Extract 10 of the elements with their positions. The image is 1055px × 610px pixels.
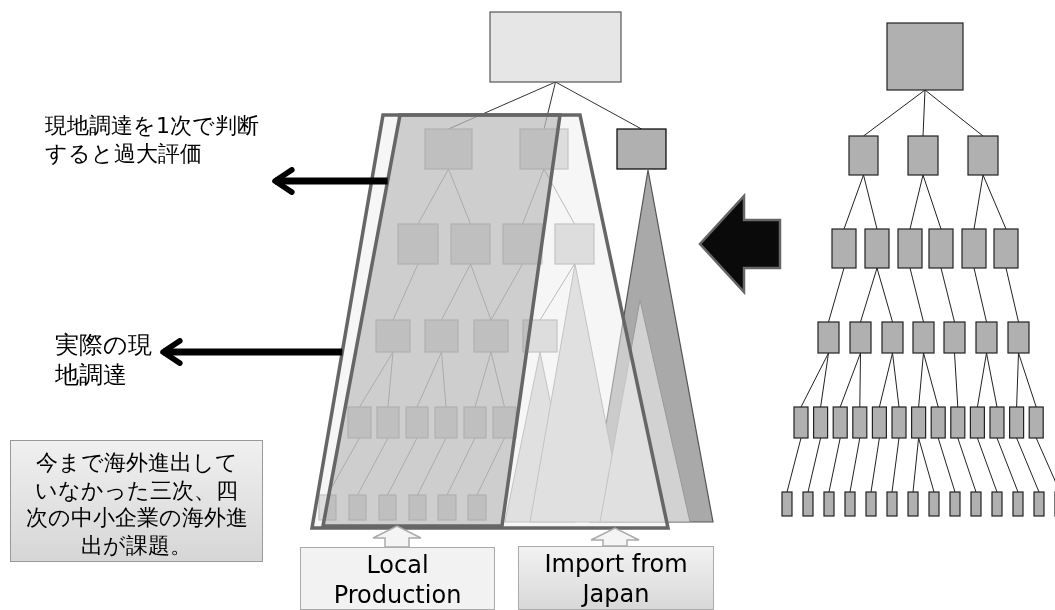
label-box: Local Production: [300, 547, 495, 610]
block-arrow: [590, 527, 640, 547]
label-box: Import from Japan: [518, 546, 714, 610]
arrow: [272, 167, 388, 195]
block-arrow: [372, 525, 422, 548]
block-arrow: [698, 192, 782, 296]
arrow: [160, 338, 343, 366]
annotation-text: 現地調達を1次で判断すると過大評価: [45, 112, 275, 202]
annotation-text: 実際の現地調達: [55, 330, 163, 400]
note-box: 今まで海外進出していなかった三次、四次の中小企業の海外進出が課題。: [10, 440, 263, 562]
